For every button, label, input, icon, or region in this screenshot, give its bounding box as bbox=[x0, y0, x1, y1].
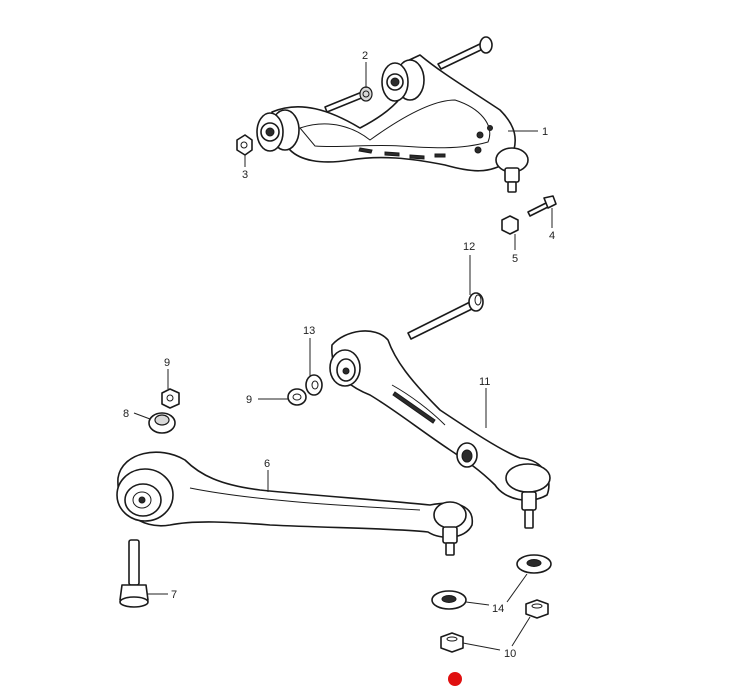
callout-6: 6 bbox=[264, 458, 270, 470]
washer-13 bbox=[305, 374, 323, 396]
nut-9-left bbox=[161, 388, 180, 409]
leader-lines bbox=[133, 62, 553, 651]
bolt-2 bbox=[324, 86, 373, 113]
callout-10: 10 bbox=[504, 648, 516, 660]
callout-labels: 1 2 3 4 5 6 7 8 9 9 10 11 12 13 14 bbox=[123, 50, 555, 660]
sleeve-9-middle bbox=[287, 388, 307, 406]
upper-control-arm bbox=[256, 54, 529, 193]
callout-3: 3 bbox=[242, 169, 248, 181]
callout-14: 14 bbox=[492, 603, 504, 615]
callout-2: 2 bbox=[362, 50, 368, 62]
washer-14-lower bbox=[431, 590, 467, 610]
red-marker-dot bbox=[448, 672, 462, 686]
callout-12: 12 bbox=[463, 241, 475, 253]
callout-8: 8 bbox=[123, 408, 129, 420]
callout-9-middle: 9 bbox=[246, 394, 252, 406]
callout-11: 11 bbox=[479, 376, 490, 388]
nut-10-upper bbox=[525, 599, 549, 619]
lower-arm-6 bbox=[116, 451, 473, 556]
bolt-7 bbox=[119, 539, 149, 608]
callout-1: 1 bbox=[542, 126, 548, 138]
callout-4: 4 bbox=[549, 230, 555, 242]
callout-9-left: 9 bbox=[164, 357, 170, 369]
nut-10-lower bbox=[440, 632, 464, 653]
bushing-8 bbox=[148, 412, 176, 434]
nut-5 bbox=[501, 215, 519, 235]
bolt-4 bbox=[527, 195, 557, 217]
bolt-upper-long bbox=[437, 36, 493, 70]
callout-5: 5 bbox=[512, 253, 518, 265]
lower-arm-11 bbox=[329, 330, 551, 529]
callout-13: 13 bbox=[303, 325, 315, 337]
nut-3 bbox=[236, 134, 253, 156]
callout-7: 7 bbox=[171, 589, 177, 601]
bolt-12 bbox=[407, 292, 484, 340]
washer-14-upper bbox=[516, 554, 552, 574]
